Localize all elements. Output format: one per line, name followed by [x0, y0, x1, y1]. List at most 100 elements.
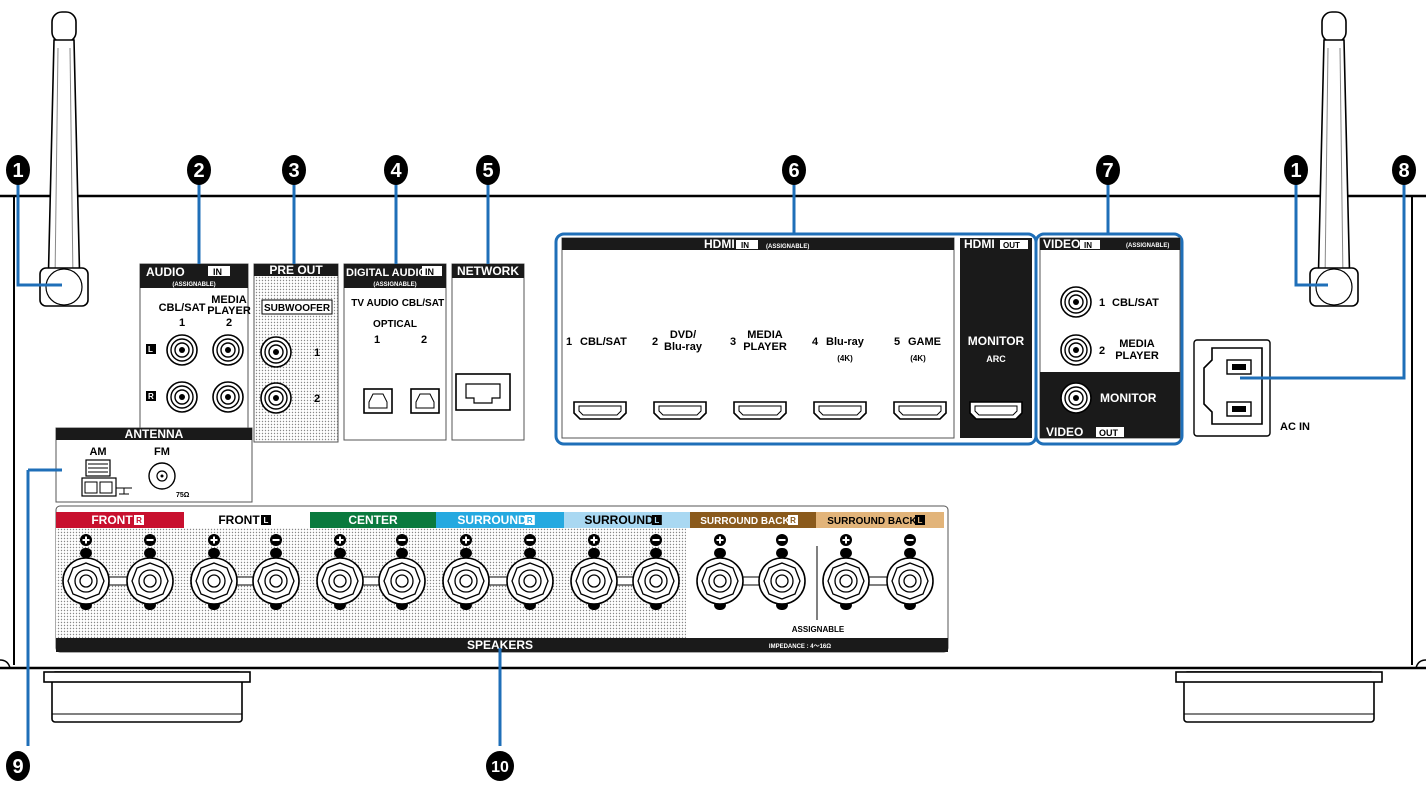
- speaker-side-box-7: [915, 515, 925, 525]
- callout-9: 9: [6, 751, 30, 781]
- hdmi-input-2: 2 DVD/ Blu-ray: [652, 329, 707, 420]
- fm-connector[interactable]: [148, 462, 176, 490]
- speaker-terminal-4-plus[interactable]: [442, 557, 490, 605]
- digital-assignable: (ASSIGNABLE): [373, 282, 416, 288]
- audio-col2-label-a: MEDIA: [211, 294, 247, 306]
- audio-assignable: (ASSIGNABLE): [172, 282, 215, 288]
- am-terminal[interactable]: [81, 459, 132, 497]
- audio-in-panel: AUDIO IN (ASSIGNABLE) CBL/SAT 1 MEDIA PL…: [139, 263, 251, 429]
- speaker-terminal-5-plus[interactable]: [570, 557, 618, 605]
- hdmi-assignable: (ASSIGNABLE): [766, 244, 809, 250]
- ac-inlet[interactable]: [1203, 347, 1263, 425]
- speaker-terminal-2-minus[interactable]: [252, 557, 300, 605]
- speaker-group-3: CENTER: [310, 512, 436, 610]
- speaker-side-5: L: [654, 516, 659, 525]
- subwoofer-number-1: 1: [314, 347, 320, 359]
- speaker-plus-icon-7: [840, 534, 852, 546]
- audio-jack-1-l[interactable]: [166, 334, 198, 366]
- speaker-name-5: SURROUND: [584, 513, 654, 527]
- speaker-plus-icon-2: [208, 534, 220, 546]
- svg-text:1: 1: [1290, 160, 1301, 182]
- speaker-terminal-4-minus[interactable]: [506, 557, 554, 605]
- speaker-terminal-6-minus[interactable]: [758, 557, 806, 605]
- audio-jack-1-r[interactable]: [166, 381, 198, 413]
- speaker-side-7: L: [918, 516, 923, 525]
- hdmi-out-title: HDMI: [964, 237, 995, 251]
- hdmi-input-5-label: GAME: [908, 336, 941, 348]
- ethernet-port[interactable]: [455, 373, 511, 411]
- network-title: NETWORK: [457, 264, 519, 278]
- speaker-terminal-6-plus[interactable]: [696, 557, 744, 605]
- audio-jack-2-r[interactable]: [212, 381, 244, 413]
- speaker-plus-icon-5: [588, 534, 600, 546]
- hdmi-input-1-port[interactable]: [573, 401, 627, 420]
- speaker-minus-icon-1: [144, 534, 156, 546]
- speaker-terminal-7-minus[interactable]: [886, 557, 934, 605]
- callout-lines: [16, 180, 1406, 746]
- fm-ohm-label: 75Ω: [176, 492, 190, 499]
- speaker-minus-icon-3: [396, 534, 408, 546]
- hdmi-input-5-port[interactable]: [893, 401, 947, 420]
- callout-1-right: 1: [1284, 155, 1308, 185]
- hdmi-input-4-number: 4: [812, 336, 819, 348]
- speaker-side-4: R: [527, 516, 533, 525]
- hdmi-input-3-port[interactable]: [733, 401, 787, 420]
- optical-number-1: 1: [374, 334, 380, 346]
- foot-right: [1175, 671, 1383, 723]
- svg-text:1: 1: [12, 160, 23, 182]
- hdmi-input-4-port[interactable]: [813, 401, 867, 420]
- video-in-2-label-a: MEDIA: [1119, 338, 1155, 350]
- subwoofer-jack-2[interactable]: [260, 382, 292, 414]
- hdmi-input-2-label-b: Blu-ray: [664, 341, 703, 353]
- antenna-panel: ANTENNA AM FM 75Ω: [55, 427, 253, 503]
- speaker-plus-icon-3: [334, 534, 346, 546]
- antenna-left: [39, 11, 89, 307]
- video-in-jack-1[interactable]: [1060, 286, 1092, 318]
- video-in-tag: IN: [1084, 241, 1092, 250]
- speaker-post-tab-2-2: [270, 548, 282, 558]
- hdmi-input-1: 1 CBL/SAT: [566, 336, 627, 420]
- optical-number-2: 2: [421, 334, 427, 346]
- hdmi-in-tag: IN: [741, 241, 749, 250]
- speaker-terminal-3-plus[interactable]: [316, 557, 364, 605]
- svg-text:9: 9: [12, 756, 23, 778]
- video-in-2-label-b: PLAYER: [1115, 350, 1159, 362]
- speaker-header-3: [310, 512, 436, 528]
- subwoofer-jack-1[interactable]: [260, 336, 292, 368]
- audio-jack-2-l[interactable]: [212, 334, 244, 366]
- hdmi-input-5-number: 5: [894, 336, 900, 348]
- callout-7: 7: [1096, 155, 1120, 185]
- callout-badges: 1 2 3 4 5 6 7 1 8 9 10: [6, 155, 1416, 781]
- hdmi-input-2-port[interactable]: [653, 401, 707, 420]
- optical-port-1[interactable]: [363, 388, 393, 414]
- speaker-terminal-2-plus[interactable]: [190, 557, 238, 605]
- speaker-terminal-1-minus[interactable]: [126, 557, 174, 605]
- fm-label: FM: [154, 446, 170, 458]
- hdmi-input-2-number: 2: [652, 336, 658, 348]
- hdmi-monitor-port[interactable]: [969, 401, 1023, 420]
- speaker-terminal-7-plus[interactable]: [822, 557, 870, 605]
- hdmi-input-2-label-a: DVD/: [670, 329, 696, 341]
- speaker-post-tab-4-1: [460, 548, 472, 558]
- speaker-minus-icon-4: [524, 534, 536, 546]
- speaker-terminal-3-minus[interactable]: [378, 557, 426, 605]
- speaker-post-tab-7-2: [904, 548, 916, 558]
- video-in-jack-2[interactable]: [1060, 334, 1092, 366]
- speaker-terminal-1-plus[interactable]: [62, 557, 110, 605]
- video-in-1-number: 1: [1099, 297, 1105, 309]
- hdmi-input-3-label-a: MEDIA: [747, 329, 783, 341]
- speaker-terminal-5-minus[interactable]: [632, 557, 680, 605]
- speakers-impedance: IMPEDANCE : 4～16Ω: [769, 644, 831, 650]
- speaker-post-tab-7-1: [840, 548, 852, 558]
- digital-in-tag: IN: [425, 267, 434, 277]
- hdmi-input-5: 5 GAME (4K): [893, 336, 947, 420]
- speaker-post-tab-2-1: [208, 548, 220, 558]
- optical-port-2[interactable]: [410, 388, 440, 414]
- video-monitor-jack[interactable]: [1060, 382, 1092, 414]
- optical-label: OPTICAL: [373, 319, 417, 330]
